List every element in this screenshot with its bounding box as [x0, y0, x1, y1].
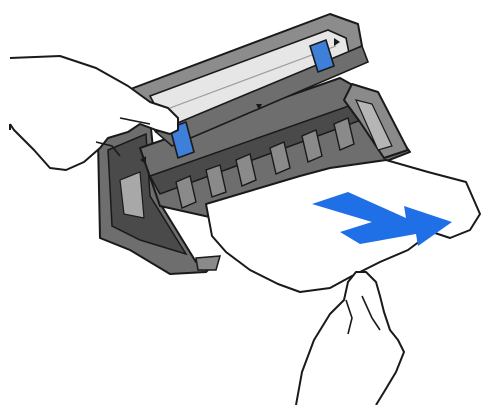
- hand-right-arm: [296, 272, 404, 405]
- unit-left-slot: [120, 172, 144, 218]
- hand-right-icon: [296, 272, 404, 405]
- unit-foot: [196, 256, 220, 270]
